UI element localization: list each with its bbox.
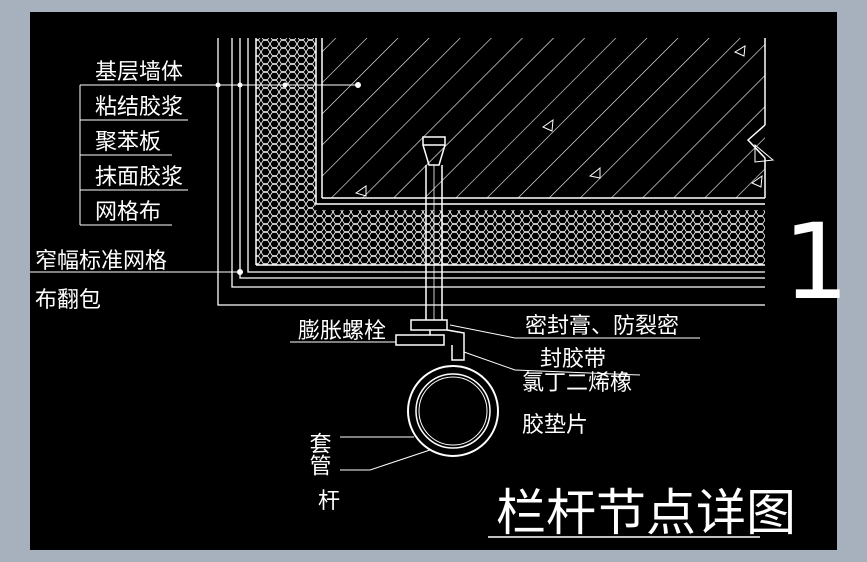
label-sealant-line1: 密封膏、防裂密 xyxy=(525,314,679,339)
label-rubber-line2: 胶垫片 xyxy=(522,413,588,438)
label-sealant-line2: 封胶带 xyxy=(540,347,606,372)
label-rubber-line1: 氯丁二烯橡 xyxy=(522,371,632,396)
render-layers xyxy=(217,38,765,306)
cad-drawing-canvas: 基层墙体 粘结胶浆 聚苯板 抹面胶浆 网格布 窄幅标准网格 布翻包 膨胀螺栓 密… xyxy=(30,12,849,550)
label-narrow-mesh-line1: 窄幅标准网格 xyxy=(35,249,167,274)
label-rail: 杆 xyxy=(318,489,340,514)
detail-number: 1 xyxy=(783,201,849,323)
label-sleeve: 套管 xyxy=(306,432,332,476)
drawing-title: 栏杆节点详图 xyxy=(496,484,796,542)
label-base-wall: 基层墙体 xyxy=(95,60,183,85)
eps-board xyxy=(255,38,765,266)
label-adhesive-mortar: 粘结胶浆 xyxy=(95,95,183,120)
base-wall xyxy=(321,38,775,199)
label-narrow-mesh-line2: 布翻包 xyxy=(35,288,101,313)
handrail-sleeve xyxy=(407,365,499,457)
leader-lines xyxy=(30,82,760,538)
label-mesh: 网格布 xyxy=(95,200,161,225)
label-eps-board: 聚苯板 xyxy=(95,130,161,155)
label-expansion-bolt: 膨胀螺栓 xyxy=(298,319,386,344)
expansion-bolt xyxy=(395,136,465,361)
label-render-mortar: 抹面胶浆 xyxy=(95,165,183,190)
